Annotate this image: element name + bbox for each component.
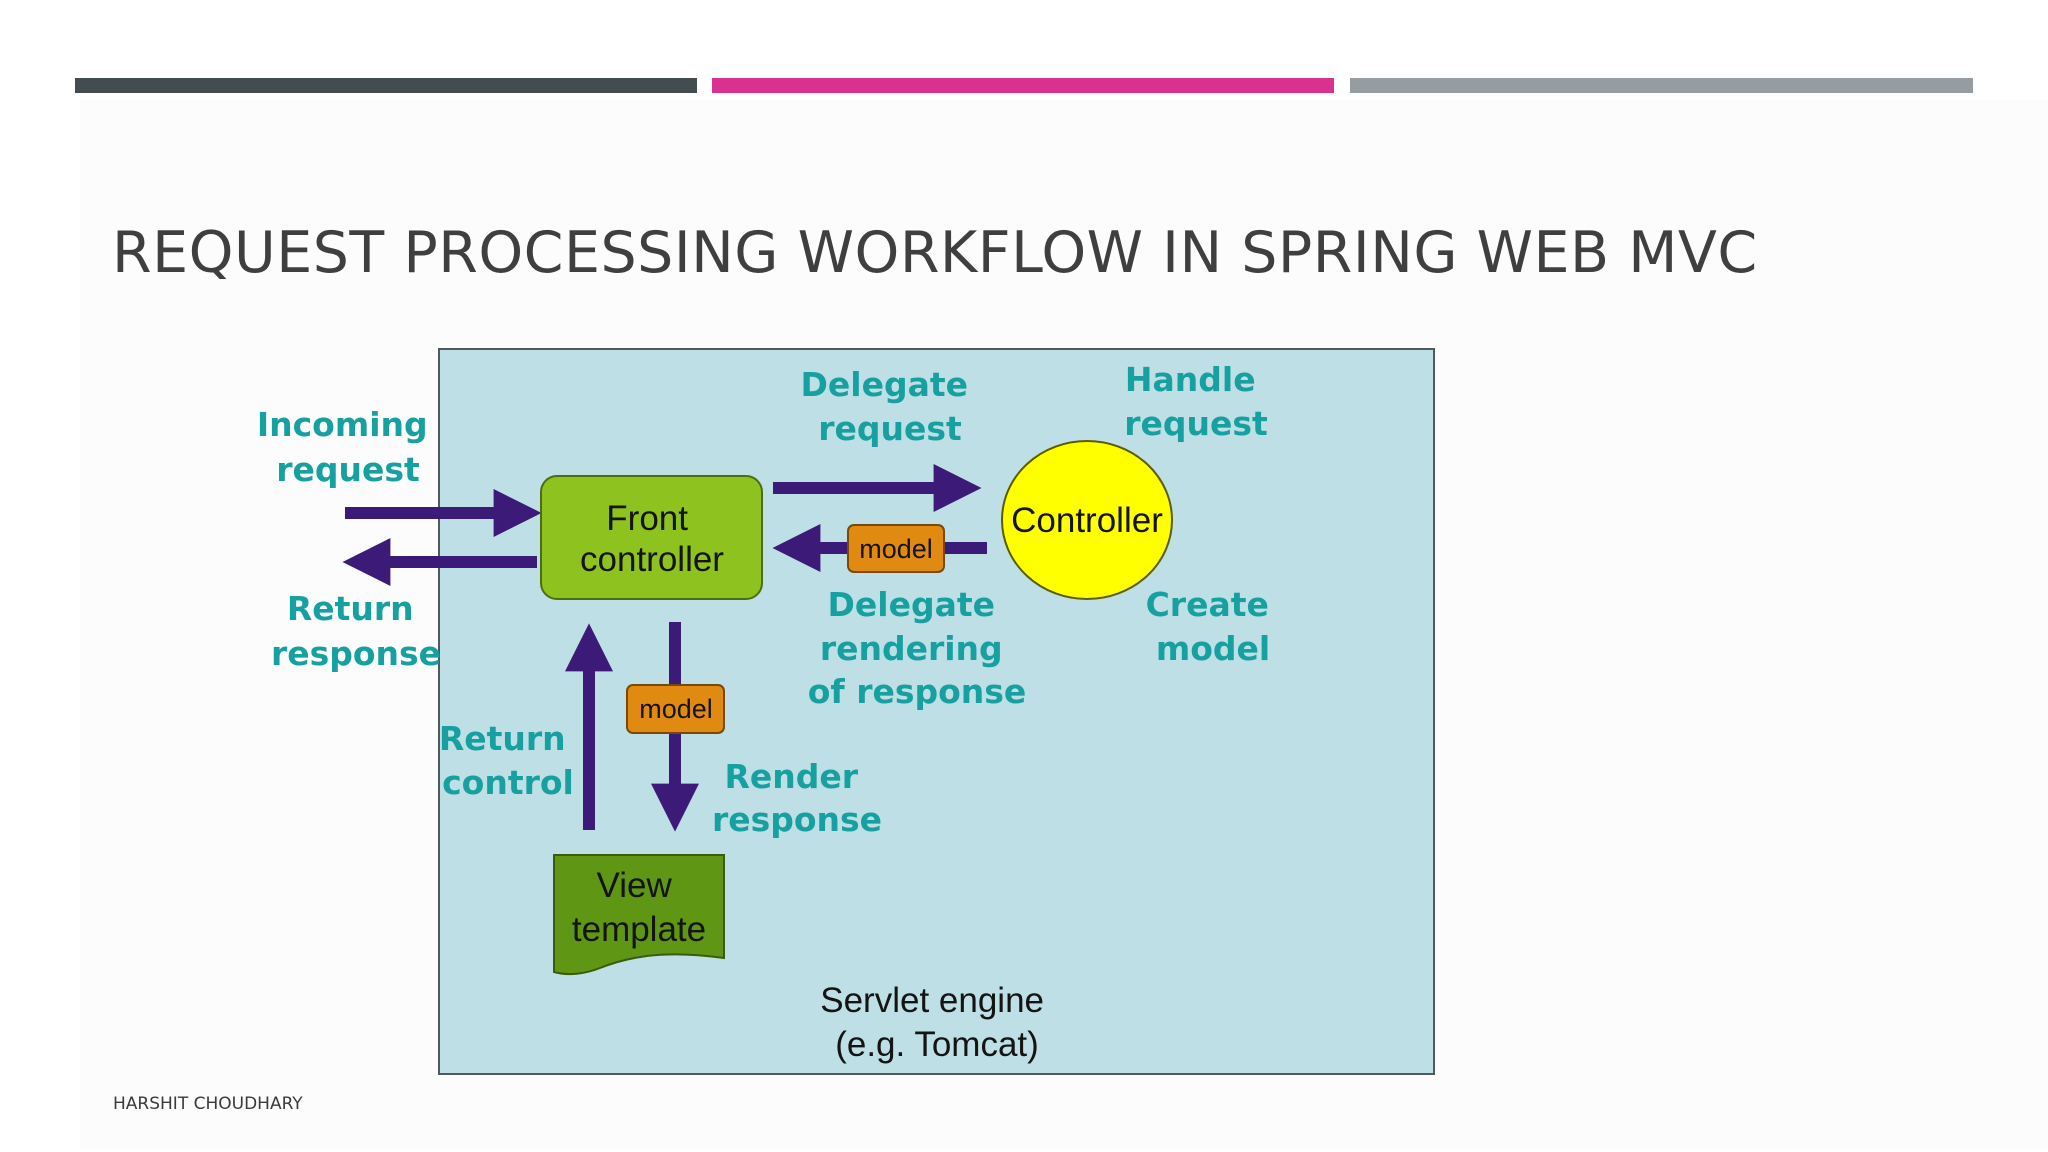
create-model-label: Create model [1146,585,1281,668]
delegate-rendering-label: Delegate rendering of response [808,585,1027,711]
controller-label: Controller [1011,501,1163,540]
return-response-label: Return response [271,589,441,673]
model-badge-bottom-label: model [639,694,713,724]
footer-author: HARSHIT CHOUDHARY [113,1094,303,1114]
front-controller-box [540,475,763,600]
model-badge-top-label: model [859,534,933,564]
servlet-engine-label: Servlet engine (e.g. Tomcat) [820,981,1054,1064]
slide-title: REQUEST PROCESSING WORKFLOW IN SPRING WE… [112,220,1758,286]
handle-request-label: Handle request [1124,360,1268,443]
front-controller-label: Front controller [580,499,724,579]
model-badge-bottom [626,684,725,734]
render-response-label: Render response [712,757,882,839]
model-badge-top [847,524,945,573]
return-control-label: Return control [439,719,577,802]
controller-circle [1001,440,1173,600]
accent-bar-dark [75,78,697,93]
accent-bar-gray [1350,78,1973,93]
view-template-label: View template [572,866,706,949]
accent-bar-pink [712,78,1334,93]
delegate-request-label: Delegate request [800,365,979,448]
incoming-request-label: Incoming request [257,405,439,489]
view-template-shape [553,854,725,976]
